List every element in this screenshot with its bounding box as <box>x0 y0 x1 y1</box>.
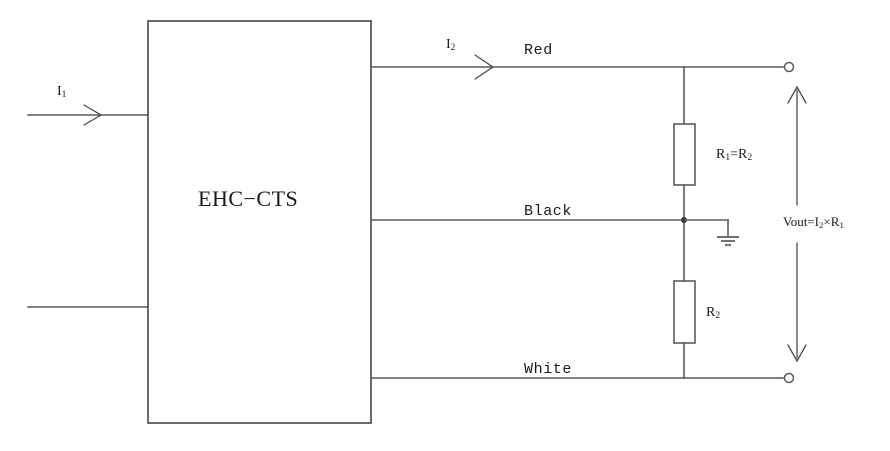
ehc-cts-device-block <box>147 20 372 424</box>
ground-symbol <box>717 236 739 246</box>
r2-symbol: R <box>706 305 716 320</box>
vout-arrowhead-down-icon <box>787 344 807 363</box>
r1-equals-r: =R <box>730 147 748 162</box>
i2-current-label: I2 <box>446 37 456 54</box>
vout-arrowhead-up-icon <box>787 85 807 104</box>
i2-arrowhead-icon <box>474 54 495 80</box>
r2-subscript: 2 <box>715 311 721 322</box>
i1-subscript: 1 <box>61 90 67 101</box>
i2-subscript: 2 <box>450 43 456 54</box>
r1-subscript: 1 <box>725 153 731 164</box>
resistor-r1-label: R1=R2 <box>716 147 753 164</box>
vout-measurement-label: Vout=I2×R1 <box>783 214 844 230</box>
resistor-r2-label: R2 <box>706 305 721 322</box>
resistor-r2 <box>673 280 696 344</box>
output-terminal-bottom[interactable] <box>783 372 795 384</box>
r1-symbol: R <box>716 147 726 162</box>
resistor-r1 <box>673 123 696 186</box>
vout-prefix: Vout=I <box>783 214 819 229</box>
vout-sub-r1: 1 <box>839 219 844 230</box>
black-wire-label: Black <box>524 203 573 220</box>
vout-measurement-arrow <box>787 85 807 363</box>
vout-mid: ×R <box>823 214 840 229</box>
white-wire-label: White <box>524 361 573 378</box>
i2-symbol: I <box>446 37 451 52</box>
ehc-cts-block-label: EHC−CTS <box>198 186 299 211</box>
red-wire-label: Red <box>524 42 553 59</box>
i1-arrowhead-icon <box>83 104 103 126</box>
r1-tail-subscript: 2 <box>747 153 753 164</box>
i1-symbol: I <box>57 84 62 99</box>
vout-sub-i2: 2 <box>819 219 824 230</box>
i1-current-label: I1 <box>57 84 67 101</box>
output-terminal-top[interactable] <box>783 61 795 73</box>
